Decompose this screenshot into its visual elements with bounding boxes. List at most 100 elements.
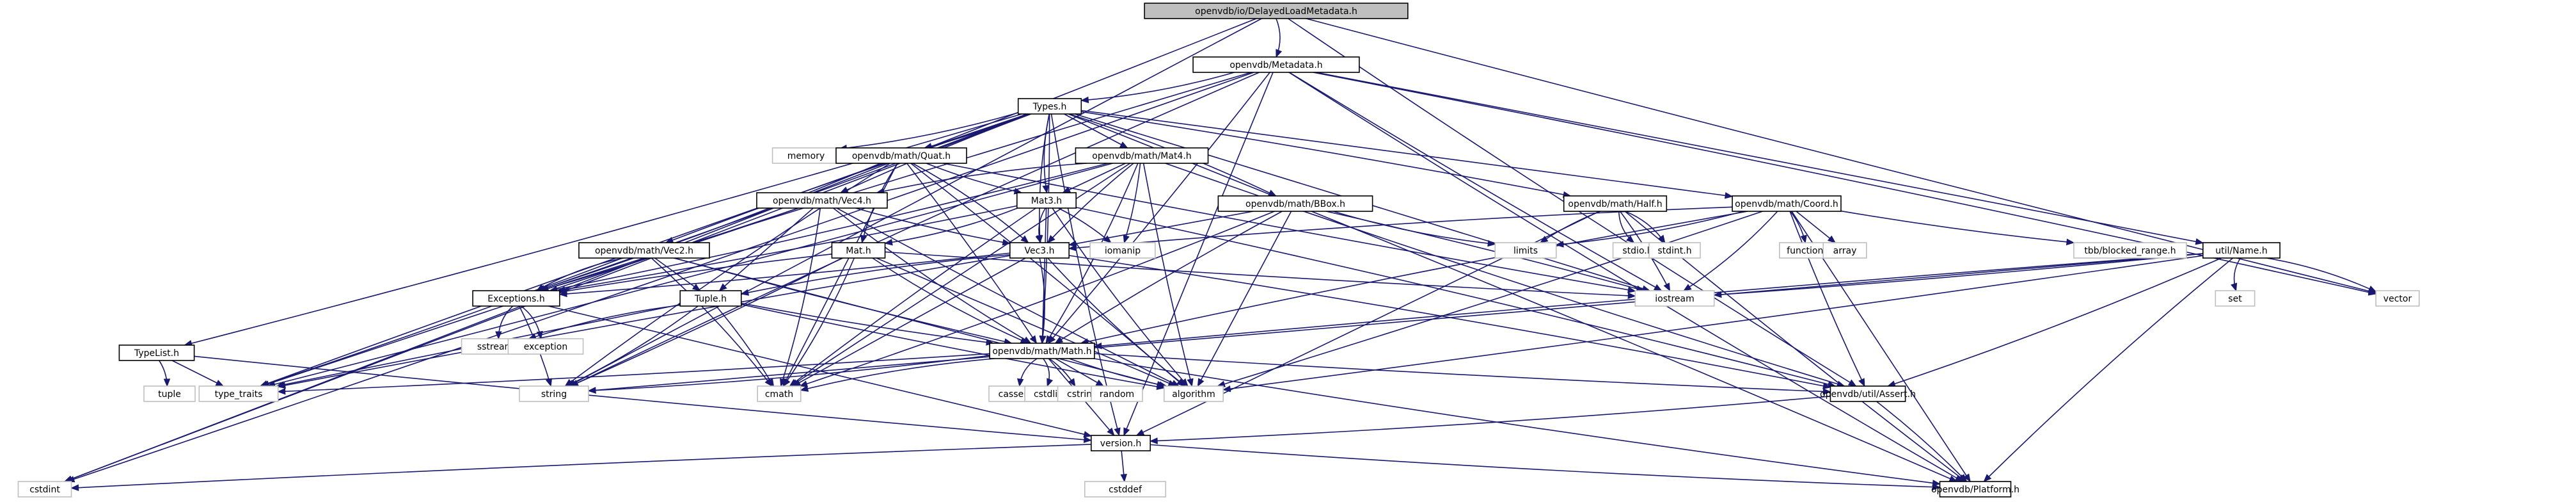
- node-label: Exceptions.h: [487, 294, 545, 304]
- edge-vec3-to-type_traits: [278, 255, 1010, 387]
- node-label: tuple: [158, 389, 181, 400]
- node-label: algorithm: [1172, 389, 1215, 400]
- arrowhead-math-to-random: [1095, 379, 1105, 387]
- node-coord[interactable]: openvdb/math/Coord.h: [1732, 195, 1842, 212]
- node-label: openvdb/math/Vec4.h: [773, 196, 871, 206]
- node-vector: vector: [2375, 290, 2420, 307]
- edge-math-to-platform: [1093, 358, 1940, 485]
- arrowhead-half-to-stdint: [1657, 234, 1666, 244]
- node-box: [1091, 385, 1143, 402]
- node-mat[interactable]: Mat.h: [831, 242, 886, 259]
- node-root[interactable]: openvdb/io/DelayedLoadMetadata.h: [1144, 3, 1409, 19]
- edge-vec4-to-math: [833, 207, 1031, 344]
- node-label: type_traits: [215, 389, 263, 400]
- node-mat3[interactable]: Mat3.h: [1016, 192, 1077, 209]
- node-tuple_h[interactable]: Tuple.h: [679, 290, 742, 307]
- edge-metadata-to-platform: [1288, 72, 1963, 482]
- node-vec2[interactable]: openvdb/math/Vec2.h: [578, 242, 710, 259]
- arrowhead-mat4-to-algorithm: [1187, 378, 1194, 387]
- edge-assert-to-version: [1150, 396, 1831, 442]
- arrowhead-mat3-to-mat: [884, 239, 893, 246]
- arrowhead-math-to-version: [1107, 427, 1115, 437]
- node-name[interactable]: util/Name.h: [2202, 242, 2280, 259]
- nodes-layer: openvdb/io/DelayedLoadMetadata.h openvdb/…: [17, 3, 2420, 498]
- node-label: util/Name.h: [2215, 246, 2267, 256]
- node-box: [519, 385, 589, 402]
- node-array: array: [1822, 242, 1867, 259]
- node-vec4[interactable]: openvdb/math/Vec4.h: [756, 192, 888, 209]
- arrowhead-mat4-to-math: [1045, 335, 1053, 344]
- edge-root-to-string: [568, 18, 1262, 387]
- node-vec3[interactable]: Vec3.h: [1009, 242, 1070, 259]
- edge-metadata-to-iostream: [1289, 72, 1662, 291]
- arrowhead-types-to-mat3: [1042, 184, 1049, 194]
- node-half[interactable]: openvdb/math/Half.h: [1563, 195, 1668, 212]
- edge-mat-to-iostream: [885, 251, 1636, 297]
- node-box: [771, 147, 841, 164]
- node-platform[interactable]: openvdb/Platform.h: [1931, 481, 2019, 498]
- arrowhead-coord-to-array: [1827, 235, 1837, 243]
- edge-mat4-to-iomanip: [1123, 163, 1141, 243]
- edge-math-to-type_traits: [278, 353, 990, 393]
- node-label: Types.h: [1032, 102, 1067, 112]
- edge-metadata-to-types: [1081, 72, 1235, 101]
- node-label: openvdb/math/Coord.h: [1735, 199, 1838, 209]
- node-assert[interactable]: openvdb/util/Assert.h: [1820, 385, 1916, 402]
- edge-tuple_h-to-math: [741, 302, 994, 344]
- edge-mat-to-cmath: [782, 257, 855, 387]
- arrowhead-vec3-to-assert: [1822, 382, 1831, 389]
- node-label: cassert: [999, 389, 1031, 400]
- arrowhead-bbox-to-math: [1054, 336, 1064, 344]
- node-box: [1829, 385, 1906, 402]
- arrowhead-coord-to-platform: [1963, 473, 1971, 483]
- arrowhead-vec4-to-cmath: [780, 378, 787, 387]
- node-label: Mat.h: [846, 246, 871, 256]
- arrowhead-types-to-mat4: [1119, 141, 1128, 149]
- edge-types-to-memory: [839, 112, 1018, 150]
- edge-vec3-to-math: [1039, 257, 1045, 344]
- arrowhead-math-to-string: [587, 387, 596, 394]
- arrowhead-mat-to-iostream: [1627, 292, 1636, 300]
- node-label: Tuple.h: [694, 294, 727, 304]
- node-box: [578, 242, 710, 259]
- edge-types-to-vec3: [1039, 113, 1050, 243]
- node-box: [1192, 56, 1360, 73]
- node-exceptions[interactable]: Exceptions.h: [472, 290, 560, 307]
- arrowhead-quat-to-vec3: [1020, 235, 1029, 243]
- node-label: set: [2228, 294, 2242, 304]
- edge-mat-to-exceptions: [559, 254, 832, 293]
- node-quat[interactable]: openvdb/math/Quat.h: [835, 147, 967, 164]
- edge-name-to-vector: [2266, 257, 2376, 293]
- edge-version-to-cstdint: [71, 444, 1091, 489]
- edge-bbox-to-cmath: [800, 211, 1275, 387]
- node-typelist[interactable]: TypeList.h: [118, 344, 195, 361]
- node-box: [1732, 195, 1842, 212]
- node-box: [679, 290, 742, 307]
- edge-coord-to-math: [1080, 211, 1748, 344]
- node-mat4[interactable]: openvdb/math/Mat4.h: [1075, 147, 1209, 164]
- node-metadata[interactable]: openvdb/Metadata.h: [1192, 56, 1360, 73]
- arrowhead-assert-to-version: [1149, 437, 1158, 444]
- arrowhead-metadata-to-name: [2195, 238, 2204, 245]
- node-label: cstddef: [1109, 485, 1142, 495]
- arrowhead-coord-to-vec3: [1068, 244, 1077, 252]
- arrowhead-version-to-cstddef: [1120, 474, 1127, 483]
- edge-types-to-platform: [1068, 113, 1957, 482]
- arrowhead-root-to-assert: [1847, 379, 1857, 387]
- arrowhead-metadata-to-types: [1080, 96, 1089, 104]
- arrowhead-assert-to-platform: [1959, 474, 1968, 482]
- node-box: [756, 192, 888, 209]
- node-types[interactable]: Types.h: [1017, 98, 1082, 115]
- arrowhead-exceptions-to-sstream: [495, 331, 502, 340]
- node-box: [2375, 290, 2420, 307]
- arrowhead-half-to-iostream: [1663, 282, 1671, 292]
- edge-tuple_h-to-algorithm: [741, 304, 1164, 389]
- arrowhead-half-to-stdio: [1626, 235, 1635, 243]
- edge-mat4-to-type_traits: [267, 163, 1113, 387]
- edge-quat-to-vec3: [912, 163, 1029, 243]
- node-version[interactable]: version.h: [1091, 435, 1151, 451]
- node-type_traits: type_traits: [198, 385, 279, 402]
- node-bbox[interactable]: openvdb/math/BBox.h: [1217, 195, 1373, 212]
- node-label: cstring: [1067, 389, 1098, 400]
- node-math[interactable]: openvdb/math/Math.h: [989, 343, 1095, 359]
